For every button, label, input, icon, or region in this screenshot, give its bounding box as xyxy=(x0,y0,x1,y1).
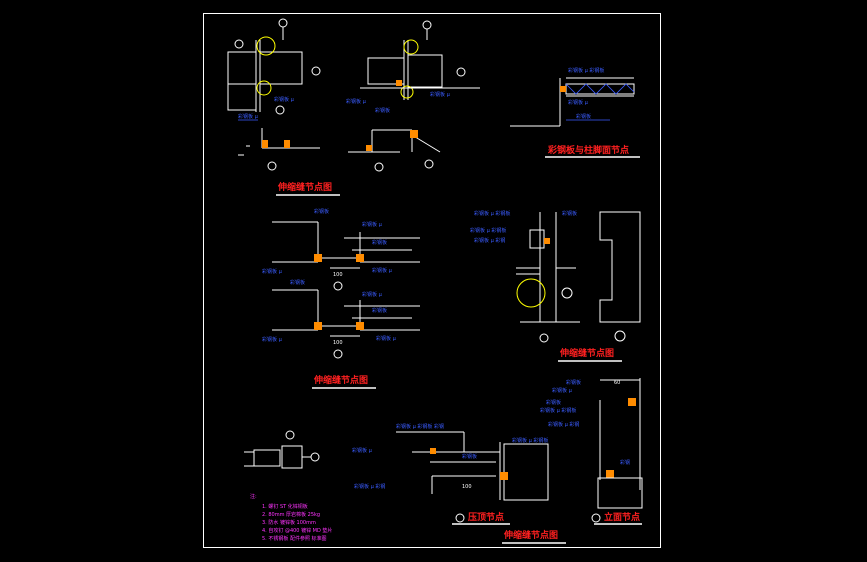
detail-right-parapet: 60 彩钢板 彩钢板 μ 彩钢板 彩钢板 μ 彩钢板 彩钢板 μ 彩钢 彩钢 立… xyxy=(540,378,643,525)
label-c3: 彩钢板 xyxy=(576,113,591,120)
label-e2: 彩钢板 xyxy=(562,210,577,217)
label-h2: 彩钢板 μ xyxy=(352,447,373,454)
label-h5: 彩钢板 μ 彩钢板 xyxy=(512,437,548,444)
label-h4: 彩钢板 μ 彩钢 xyxy=(354,483,385,490)
notes-line-5: 5. 不锈钢板 配件参照 标准图 xyxy=(262,535,327,542)
notes-block: 注: 1. 螺钉 ST 化锌铜板 2. 80mm 厚岩棉板 25kg 3. 防水… xyxy=(250,493,332,542)
caption-c2: 伸缩缝节点图 xyxy=(277,181,332,193)
detail-bottom-middle: 彩钢板 μ 彩钢板 彩钢 彩钢板 μ 彩钢板 彩钢板 μ 彩钢 彩钢板 μ 彩钢… xyxy=(352,423,549,525)
label-d5: 彩钢板 xyxy=(290,279,305,286)
label-f3: 彩钢板 xyxy=(546,399,561,406)
detail-top-middle: 彩钢板 μ 彩钢板 μ 彩钢板 xyxy=(346,20,480,172)
notes-line-2: 2. 80mm 厚岩棉板 25kg xyxy=(262,511,320,518)
detail-mid-right: 彩钢板 μ 彩钢板 彩钢板 彩钢板 μ 彩钢板 彩钢板 μ 彩钢 xyxy=(470,210,641,343)
dim-h1: 100 xyxy=(462,484,472,490)
label-f2: 彩钢板 μ xyxy=(552,387,573,394)
label-h3: 彩钢板 xyxy=(462,453,477,460)
label-d9: 彩钢板 μ xyxy=(376,335,397,342)
label-f1: 彩钢板 xyxy=(566,379,581,386)
label-c1: 彩钢板 μ 彩钢板 xyxy=(568,67,604,74)
label-d1: 彩钢板 μ xyxy=(362,221,383,228)
caption-c7: 立面节点 xyxy=(604,511,640,523)
label-c2: 彩钢板 μ xyxy=(568,99,589,106)
label-f6: 彩钢 xyxy=(620,459,630,466)
label-b2: 彩钢板 μ xyxy=(346,98,367,105)
label-d8: 彩钢板 μ xyxy=(262,336,283,343)
label-h1: 彩钢板 μ 彩钢板 彩钢 xyxy=(396,423,444,430)
label-d4: 彩钢板 μ xyxy=(372,267,393,274)
notes-line-3: 3. 防水 镀锌板 100mm xyxy=(262,519,316,526)
dim-d2: 100 xyxy=(333,340,343,346)
dim-d1: 100 xyxy=(333,272,343,278)
caption-c3: 伸缩缝节点图 xyxy=(313,374,368,386)
detail-bottom-left-small xyxy=(244,430,320,469)
label-b3: 彩钢板 xyxy=(375,107,390,114)
notes-line-1: 1. 螺钉 ST 化锌铜板 xyxy=(262,503,308,510)
label-d7: 彩钢板 xyxy=(372,307,387,314)
label-a2: 彩钢板 μ xyxy=(238,113,259,120)
notes-line-4: 4. 自攻钉 @400 镀锌 MD 垫片 xyxy=(262,527,332,534)
label-b1: 彩钢板 μ xyxy=(430,91,451,98)
caption-c5: 伸缩缝节点图 xyxy=(503,529,558,541)
detail-top-left: 彩钢板 μ 彩钢板 μ xyxy=(227,18,321,171)
caption-c1: 彩钢板与柱脚面节点 xyxy=(547,144,629,156)
label-e3: 彩钢板 μ 彩钢板 xyxy=(470,227,506,234)
label-a1: 彩钢板 μ xyxy=(274,96,295,103)
label-f4: 彩钢板 μ 彩钢板 xyxy=(540,407,576,414)
detail-top-right: 彩钢板 μ 彩钢板 彩钢板 μ 彩钢板 彩钢板与柱脚面节点 xyxy=(510,67,640,158)
label-d6: 彩钢板 μ xyxy=(362,291,383,298)
dim-f1: 60 xyxy=(614,380,620,386)
caption-c4: 伸缩缝节点图 xyxy=(559,347,614,359)
label-d3: 彩钢板 μ xyxy=(262,268,283,275)
notes-title: 注: xyxy=(250,493,257,500)
drawing-sheet-border xyxy=(203,13,661,548)
caption-c6: 压顶节点 xyxy=(468,511,504,523)
label-e4: 彩钢板 μ 彩钢 xyxy=(474,237,505,244)
label-f5: 彩钢板 μ 彩钢 xyxy=(548,421,579,428)
label-d2: 彩钢板 xyxy=(372,239,387,246)
detail-mid-left: 彩钢板 彩钢板 μ 彩钢板 彩钢板 μ 彩钢板 μ 100 彩钢板 xyxy=(262,208,420,359)
label-e1: 彩钢板 μ 彩钢板 xyxy=(474,210,510,217)
label-d0: 彩钢板 xyxy=(314,208,329,215)
